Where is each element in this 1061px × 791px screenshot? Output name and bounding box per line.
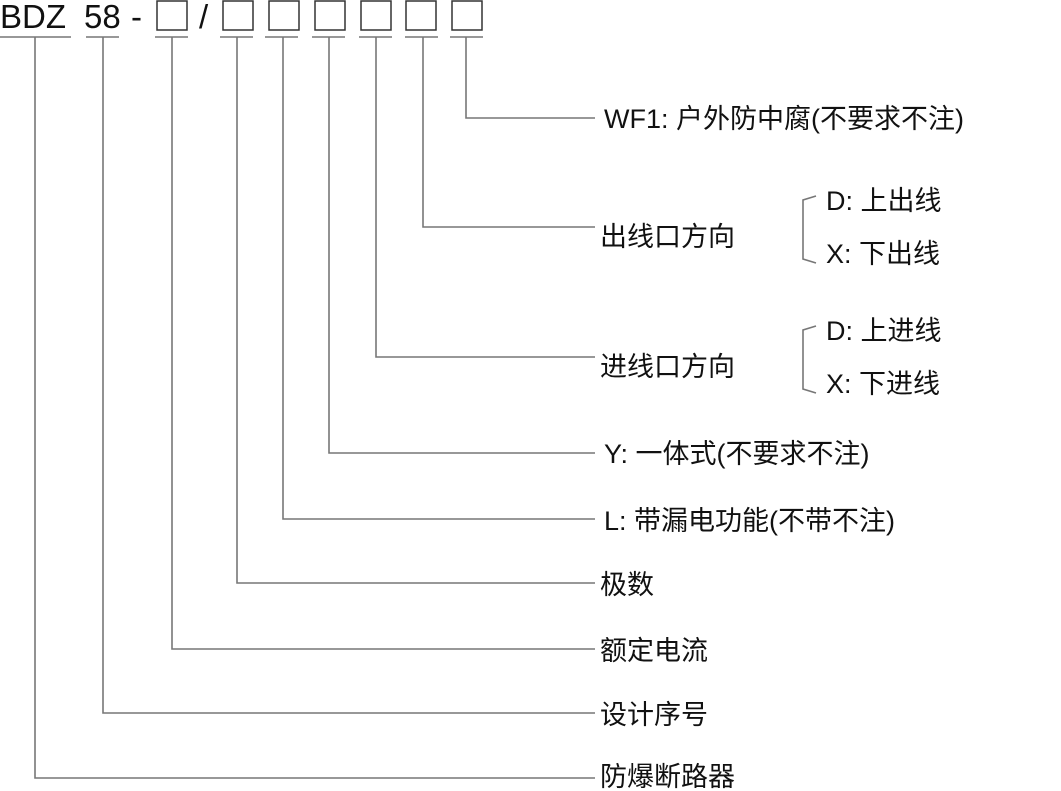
label-anticorrosion: WF1: 户外防中腐(不要求不注)	[604, 104, 964, 134]
placeholder-boxes	[156, 0, 483, 31]
box-poles	[222, 0, 254, 31]
label-rated-current: 额定电流	[600, 636, 708, 666]
label-product: 防爆断路器	[600, 762, 735, 791]
code-prefix: BDZ	[0, 0, 66, 35]
option-outlet-top: D: 上出线	[826, 186, 942, 216]
label-leakage: L: 带漏电功能(不带不注)	[604, 506, 895, 536]
code-series: 58	[84, 0, 121, 35]
box-rated-current	[156, 0, 188, 31]
label-outlet-direction: 出线口方向	[600, 222, 735, 252]
option-inlet-top: D: 上进线	[826, 316, 942, 346]
box-outlet	[405, 0, 437, 31]
code-dash: -	[131, 0, 142, 35]
label-inlet-direction: 进线口方向	[600, 352, 735, 382]
label-poles: 极数	[600, 570, 654, 600]
box-anticorrosion	[451, 0, 483, 31]
label-design-number: 设计序号	[600, 700, 708, 730]
brackets	[802, 195, 817, 394]
option-inlet-bottom: X: 下进线	[826, 369, 940, 399]
code-slash: /	[199, 0, 209, 35]
leader-lines	[34, 37, 595, 779]
box-integrated	[314, 0, 346, 31]
option-outlet-bottom: X: 下出线	[826, 239, 940, 269]
box-inlet	[360, 0, 392, 31]
label-integrated: Y: 一体式(不要求不注)	[604, 439, 870, 469]
box-leakage	[268, 0, 300, 31]
